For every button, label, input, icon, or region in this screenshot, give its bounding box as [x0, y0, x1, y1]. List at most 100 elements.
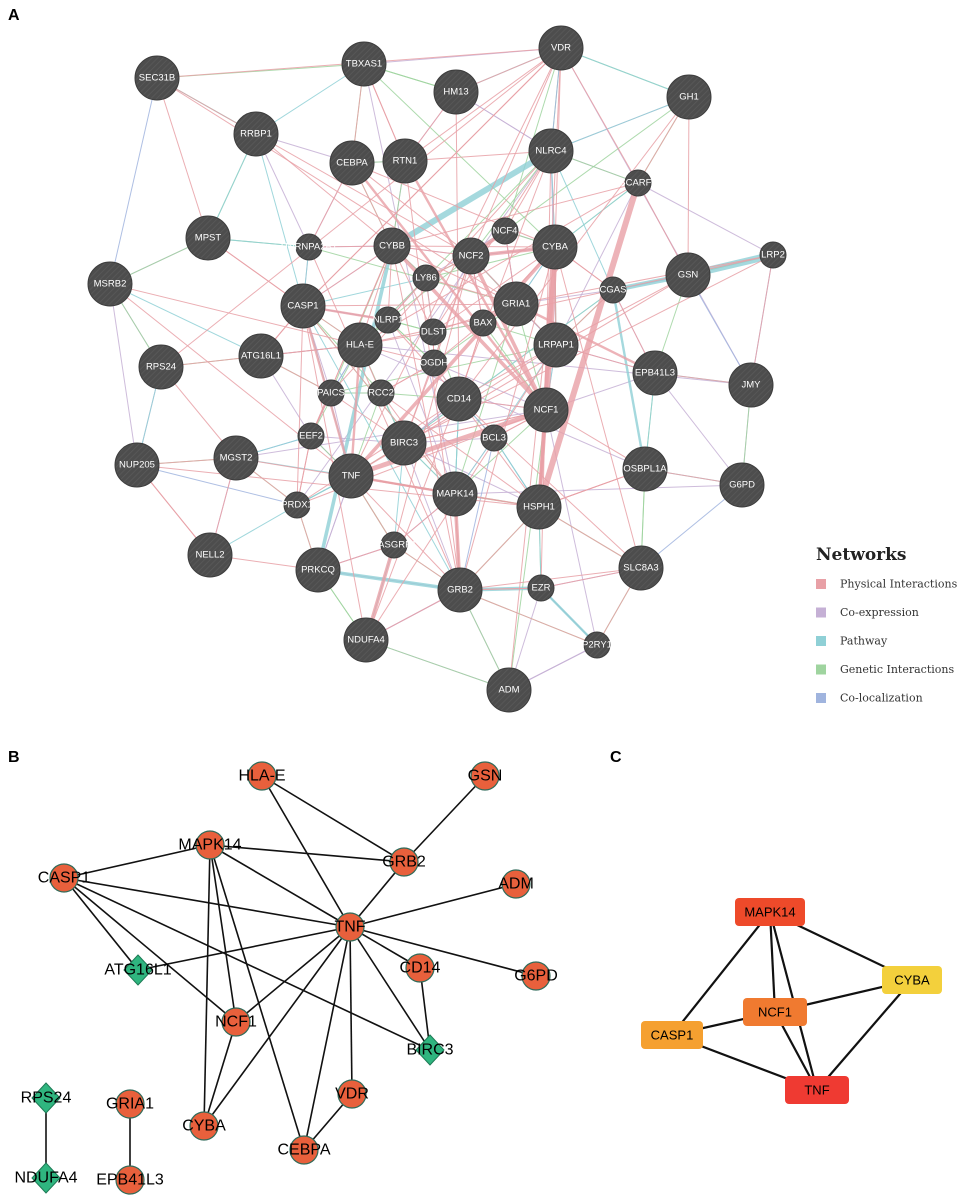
node-a-nlrc4[interactable]: NLRC4 — [528, 128, 574, 174]
node-a-ogdh[interactable]: OGDH — [420, 349, 449, 377]
node-a-ncf1[interactable]: NCF1 — [523, 387, 569, 433]
node-a-lrpap1[interactable]: LRPAP1 — [533, 322, 579, 368]
node-c-casp1[interactable]: CASP1 — [641, 1021, 703, 1049]
node-a-cybb[interactable]: CYBB — [373, 227, 411, 265]
node-a-cebpa[interactable]: CEBPA — [329, 140, 375, 186]
node-c-ncf1[interactable]: NCF1 — [743, 998, 807, 1026]
node-b-g6pd[interactable]: G6PD — [514, 961, 558, 991]
node-a-circle — [329, 140, 375, 186]
node-a-gsn[interactable]: GSN — [665, 252, 711, 298]
node-a-hm13[interactable]: HM13 — [433, 69, 479, 115]
node-a-ncf2[interactable]: NCF2 — [452, 237, 490, 275]
node-b-hla-e[interactable]: HLA-E — [238, 761, 286, 791]
node-a-gria1[interactable]: GRIA1 — [493, 281, 539, 327]
node-b-circle — [115, 1165, 145, 1195]
edge-cyba-tbxas1 — [363, 63, 556, 248]
node-a-sec31b[interactable]: SEC31B — [134, 55, 180, 101]
node-a-label: MAPK14 — [436, 489, 474, 500]
node-a-hla-e[interactable]: HLA-E — [337, 322, 383, 368]
node-a-rasgrp1[interactable]: RASGRP1 — [371, 531, 417, 559]
node-a-casp1[interactable]: CASP1 — [280, 283, 326, 329]
node-a-circle — [538, 25, 584, 71]
node-a-circle — [382, 138, 428, 184]
node-a-hnrnpa2b1[interactable]: HNRNPA2B1 — [281, 233, 337, 261]
node-b-birc3[interactable]: BIRC3 — [406, 1034, 454, 1066]
node-a-bcl3[interactable]: BCL3 — [480, 424, 508, 452]
node-a-prdx1[interactable]: PRDX1 — [281, 491, 313, 519]
node-b-gsn[interactable]: GSN — [468, 761, 503, 791]
edge-c-mapk14-casp1 — [671, 911, 771, 1036]
node-b-adm[interactable]: ADM — [498, 869, 534, 899]
node-a-g6pd[interactable]: G6PD — [719, 462, 765, 508]
edge-b-tnf-cebpa — [303, 926, 351, 1151]
node-a-prkcq[interactable]: PRKCQ — [295, 547, 341, 593]
node-a-p2ry1[interactable]: P2RY1 — [582, 631, 612, 659]
node-b-cd14[interactable]: CD14 — [400, 953, 441, 983]
node-b-cebpa[interactable]: CEBPA — [277, 1135, 331, 1165]
node-a-eef2[interactable]: EEF2 — [297, 422, 325, 450]
node-a-rrbp1[interactable]: RRBP1 — [233, 111, 279, 157]
node-a-tbxas1[interactable]: TBXAS1 — [341, 41, 387, 87]
node-b-ndufa4[interactable]: NDUFA4 — [14, 1162, 78, 1194]
node-a-osbpl1a[interactable]: OSBPL1A — [622, 446, 668, 492]
node-b-casp1[interactable]: CASP1 — [38, 863, 91, 893]
node-a-rtn1[interactable]: RTN1 — [382, 138, 428, 184]
node-a-mgst2[interactable]: MGST2 — [213, 435, 259, 481]
node-a-paics[interactable]: PAICS — [317, 379, 345, 407]
node-b-mapk14[interactable]: MAPK14 — [178, 830, 242, 860]
node-a-tnf[interactable]: TNF — [328, 453, 374, 499]
node-a-mapk14[interactable]: MAPK14 — [432, 471, 478, 517]
node-a-hsph1[interactable]: HSPH1 — [516, 484, 562, 530]
node-b-cyba[interactable]: CYBA — [182, 1111, 226, 1141]
node-a-epb41l3[interactable]: EPB41L3 — [632, 350, 678, 396]
edge-birc3-cgas — [403, 289, 614, 444]
node-b-label: CYBA — [182, 1118, 226, 1135]
node-a-rcc2[interactable]: RCC2 — [367, 379, 395, 407]
node-a-ndufa4[interactable]: NDUFA4 — [343, 617, 389, 663]
node-b-epb41l3[interactable]: EPB41L3 — [96, 1165, 164, 1195]
node-a-ezr[interactable]: EZR — [527, 574, 555, 602]
node-a-ly86[interactable]: LY86 — [412, 264, 440, 292]
node-a-bax[interactable]: BAX — [469, 309, 497, 337]
node-b-label: NCF1 — [215, 1014, 257, 1031]
node-b-ncf1[interactable]: NCF1 — [215, 1007, 257, 1037]
node-a-adm[interactable]: ADM — [486, 667, 532, 713]
node-a-nlrp1[interactable]: NLRP1 — [373, 306, 404, 334]
node-c-mapk14[interactable]: MAPK14 — [735, 898, 805, 926]
edge-b-casp1-atg16l1 — [63, 877, 139, 971]
node-a-slc8a3[interactable]: SLC8A3 — [618, 545, 664, 591]
legend-item-physical: Physical Interactions — [816, 578, 957, 591]
node-a-nup205[interactable]: NUP205 — [114, 442, 160, 488]
node-a-dlst[interactable]: DLST — [419, 318, 447, 346]
node-a-msrb2[interactable]: MSRB2 — [87, 261, 133, 307]
node-a-scarf1[interactable]: SCARF1 — [619, 169, 657, 197]
node-b-grb2[interactable]: GRB2 — [382, 847, 426, 877]
node-a-cyba[interactable]: CYBA — [532, 224, 578, 270]
edge-grb2-tnf — [350, 475, 461, 591]
node-b-gria1[interactable]: GRIA1 — [106, 1089, 154, 1119]
node-a-nell2[interactable]: NELL2 — [187, 532, 233, 578]
node-a-gh1[interactable]: GH1 — [666, 74, 712, 120]
node-b-vdr[interactable]: VDR — [335, 1079, 369, 1109]
node-b-atg16l1[interactable]: ATG16L1 — [104, 954, 172, 986]
node-a-circle — [433, 69, 479, 115]
node-a-grb2[interactable]: GRB2 — [437, 567, 483, 613]
node-b-tnf[interactable]: TNF — [334, 912, 366, 942]
node-a-circle — [343, 617, 389, 663]
node-a-ncf4[interactable]: NCF4 — [491, 217, 519, 245]
node-a-rps24[interactable]: RPS24 — [138, 344, 184, 390]
node-a-jmy[interactable]: JMY — [728, 362, 774, 408]
node-c-cyba[interactable]: CYBA — [882, 966, 942, 994]
node-b-rps24[interactable]: RPS24 — [21, 1082, 72, 1114]
edge-nlrc4-cgas — [550, 150, 614, 291]
edge-b-ncf1-cyba — [203, 1021, 237, 1127]
node-c-tnf[interactable]: TNF — [785, 1076, 849, 1104]
node-a-label: NLRC4 — [535, 146, 566, 157]
node-a-cgas[interactable]: CGAS — [599, 276, 627, 304]
node-a-atg16l1[interactable]: ATG16L1 — [238, 333, 284, 379]
node-a-birc3[interactable]: BIRC3 — [381, 420, 427, 466]
node-a-lrp2[interactable]: LRP2 — [759, 241, 787, 269]
node-a-mpst[interactable]: MPST — [185, 215, 231, 261]
node-a-vdr[interactable]: VDR — [538, 25, 584, 71]
node-a-cd14[interactable]: CD14 — [436, 376, 482, 422]
